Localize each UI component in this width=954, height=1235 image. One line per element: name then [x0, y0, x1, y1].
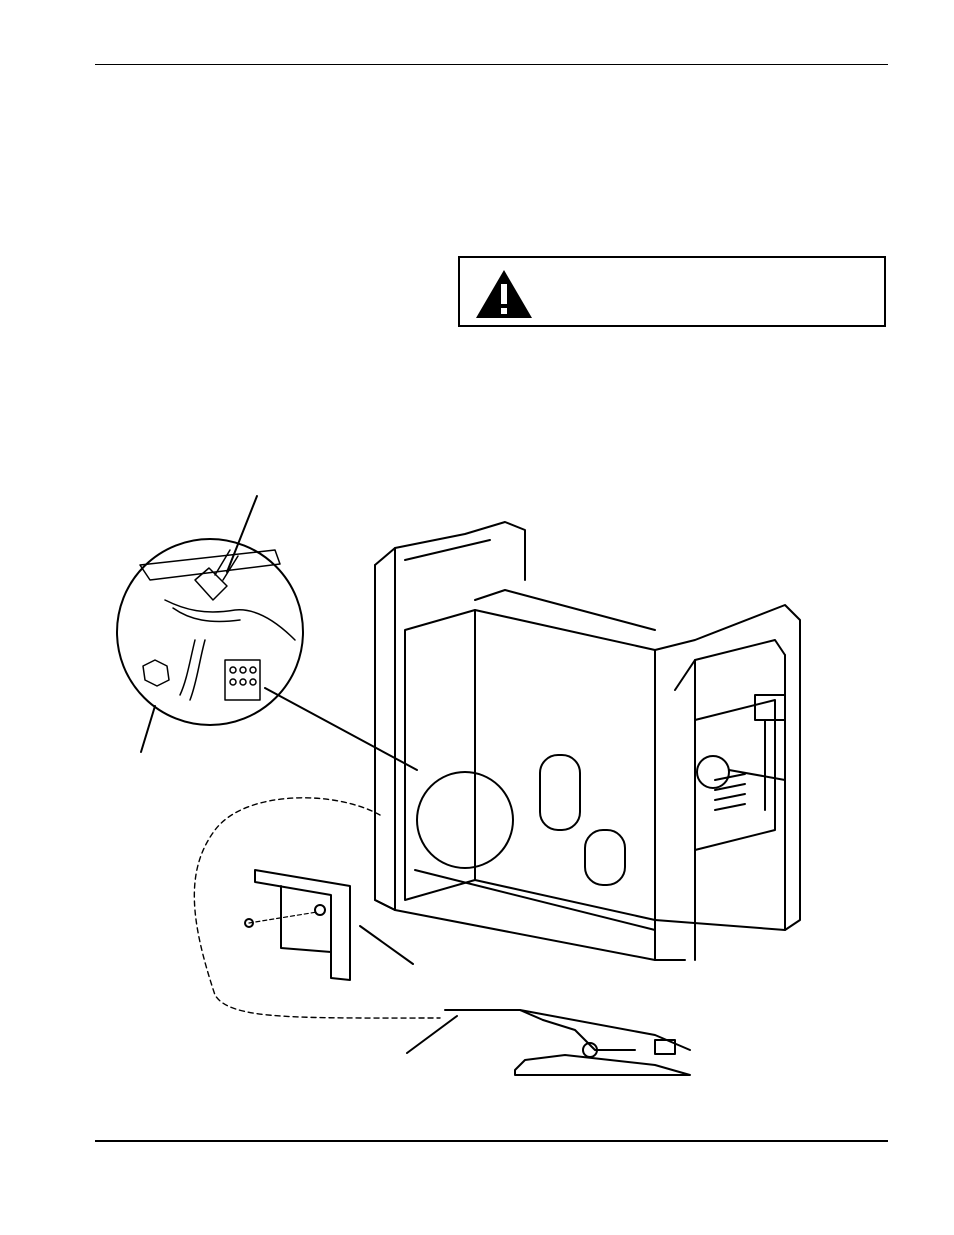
warning-box: [458, 256, 886, 327]
callout-leader-cover: [359, 925, 414, 965]
power-supply-cabinet: [374, 521, 801, 961]
power-supply-assembly-illustration: [116, 495, 801, 1076]
footer-rule: [95, 1140, 888, 1142]
callout-leader-clamp: [406, 1015, 458, 1054]
detail-magnifier-contents: [139, 549, 296, 701]
side-cover-plate: [244, 869, 351, 981]
header-rule: [95, 64, 888, 65]
warning-triangle-icon: [476, 270, 532, 318]
detail-location-circle: [416, 771, 514, 869]
work-clamp: [444, 1009, 691, 1076]
callout-leader-magnify: [264, 687, 418, 771]
dashed-lead-path: [193, 797, 441, 1019]
detail-magnifier-circle: [116, 538, 304, 726]
callout-leader-top: [226, 495, 258, 573]
callout-leader-left: [140, 705, 156, 753]
